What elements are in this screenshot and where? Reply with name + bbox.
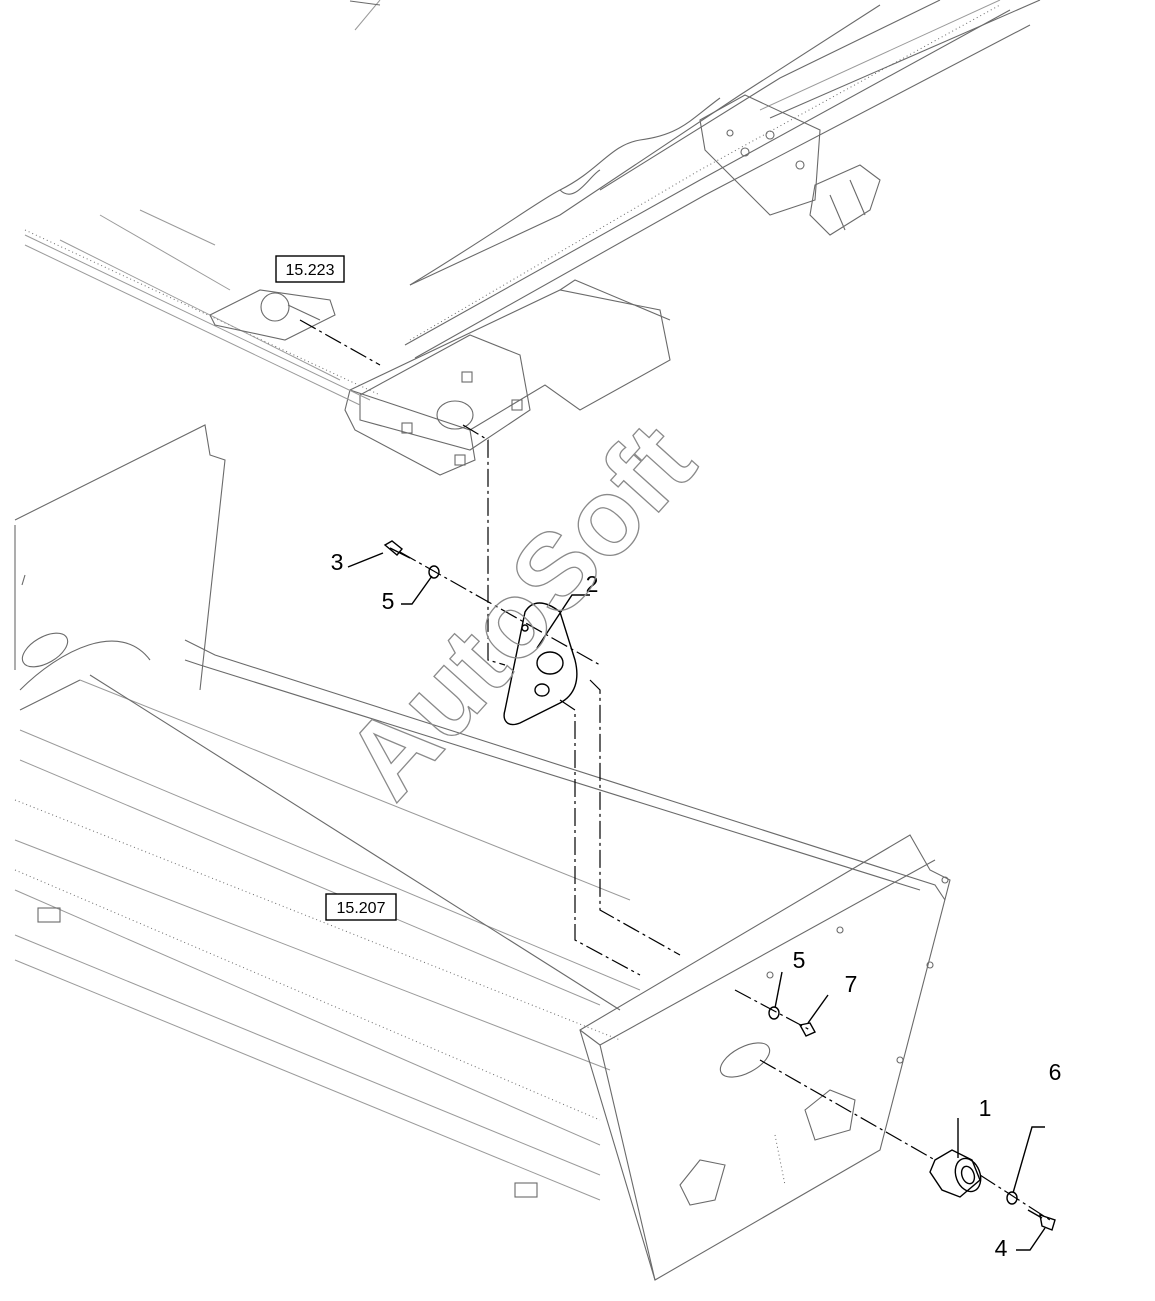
callout-7: 7: [845, 971, 858, 997]
part-1-bushing: [929, 1149, 982, 1198]
callout-labels: 3 5 2 5 7 1 6 4: [331, 549, 1062, 1261]
reference-box-15-207: 15.207: [325, 893, 397, 921]
reference-label-15-207: 15.207: [337, 900, 386, 917]
callout-5-lower: 5: [793, 947, 806, 973]
callout-5-upper: 5: [382, 588, 395, 614]
part-5-washer-lower: [768, 1006, 780, 1020]
part-3-bolt: [383, 540, 411, 559]
upper-frame-assembly: [24, 0, 1041, 476]
callout-2: 2: [586, 571, 599, 597]
reference-label-15-223: 15.223: [286, 262, 335, 279]
part-6-washer: [1006, 1191, 1018, 1205]
part-5-washer-upper: [428, 565, 440, 579]
part-7-nut: [798, 1022, 816, 1037]
callout-6: 6: [1049, 1059, 1062, 1085]
lower-header-assembly: [14, 424, 951, 1281]
callout-4: 4: [995, 1235, 1008, 1261]
part-4-screw: [1027, 1209, 1056, 1231]
reference-box-15-223: 15.223: [275, 255, 345, 283]
leader-lines: [347, 552, 1046, 1251]
callout-3: 3: [331, 549, 344, 575]
part-2-plate: [503, 602, 578, 726]
assembly-lines: [399, 424, 1051, 1221]
callout-1: 1: [979, 1095, 992, 1121]
